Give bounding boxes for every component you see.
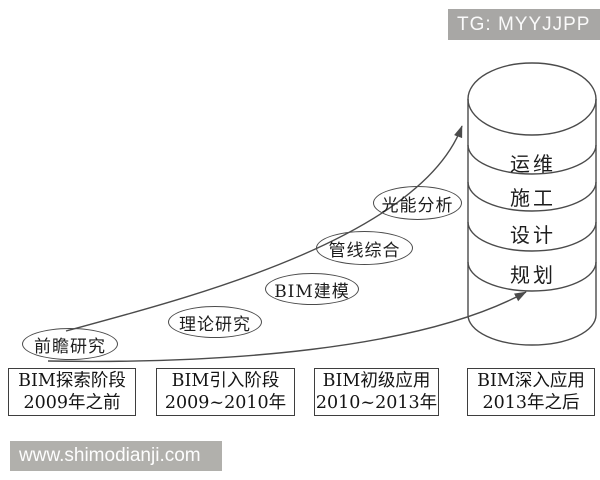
stage-name: BIM探索阶段: [18, 370, 126, 391]
stage-name: BIM引入阶段: [171, 370, 280, 391]
growth-arrow-lower: [47, 291, 527, 363]
phase-ellipse-label: BIM建模: [274, 281, 350, 302]
phase-ellipse-label: 理论研究: [179, 314, 251, 335]
phase-ellipse-label: 管线综合: [328, 240, 401, 261]
stage-period: 2010~2013年: [315, 393, 438, 413]
tg-badge: TG: MYYJJPP: [448, 9, 600, 40]
stage-box-primary: BIM初级应用 2010~2013年: [314, 368, 439, 416]
phase-ellipse-lighting: 光能分析: [373, 186, 462, 220]
cylinder-top-ellipse: [467, 62, 597, 136]
phase-ellipse-label: 光能分析: [381, 195, 454, 216]
stage-name: BIM深入应用: [477, 370, 585, 391]
stage-box-introduction: BIM引入阶段 2009~2010年: [156, 368, 295, 416]
cylinder-divider-4: [467, 261, 597, 292]
cylinder-layer-operations: 运维: [510, 152, 556, 176]
stage-period: 2013年之后: [482, 393, 580, 413]
cylinder-layer-construction: 施工: [510, 186, 556, 210]
cylinder-divider-3: [467, 221, 597, 252]
watermark-bar: www.shimodianji.com: [10, 441, 222, 471]
cylinder-divider-1: [467, 144, 597, 175]
cylinder-layer-design: 设计: [510, 223, 556, 247]
stage-period: 2009~2010年: [164, 393, 287, 413]
stage-box-advanced: BIM深入应用 2013年之后: [467, 368, 595, 416]
phase-ellipse-exploration: 前瞻研究: [22, 328, 118, 360]
phase-ellipse-theory: 理论研究: [168, 306, 262, 338]
cylinder-bottom-arc: [467, 314, 597, 346]
phase-ellipse-modeling: BIM建模: [265, 273, 359, 305]
stage-period: 2009年之前: [23, 393, 121, 413]
phase-ellipse-mep: 管线综合: [316, 231, 413, 265]
stage-name: BIM初级应用: [322, 370, 431, 391]
stage-box-exploration: BIM探索阶段 2009年之前: [8, 368, 136, 416]
cylinder-divider-2: [467, 181, 597, 212]
cylinder-layer-planning: 规划: [510, 263, 556, 287]
growth-arrow-upper: [65, 125, 463, 332]
phase-ellipse-label: 前瞻研究: [34, 336, 106, 357]
